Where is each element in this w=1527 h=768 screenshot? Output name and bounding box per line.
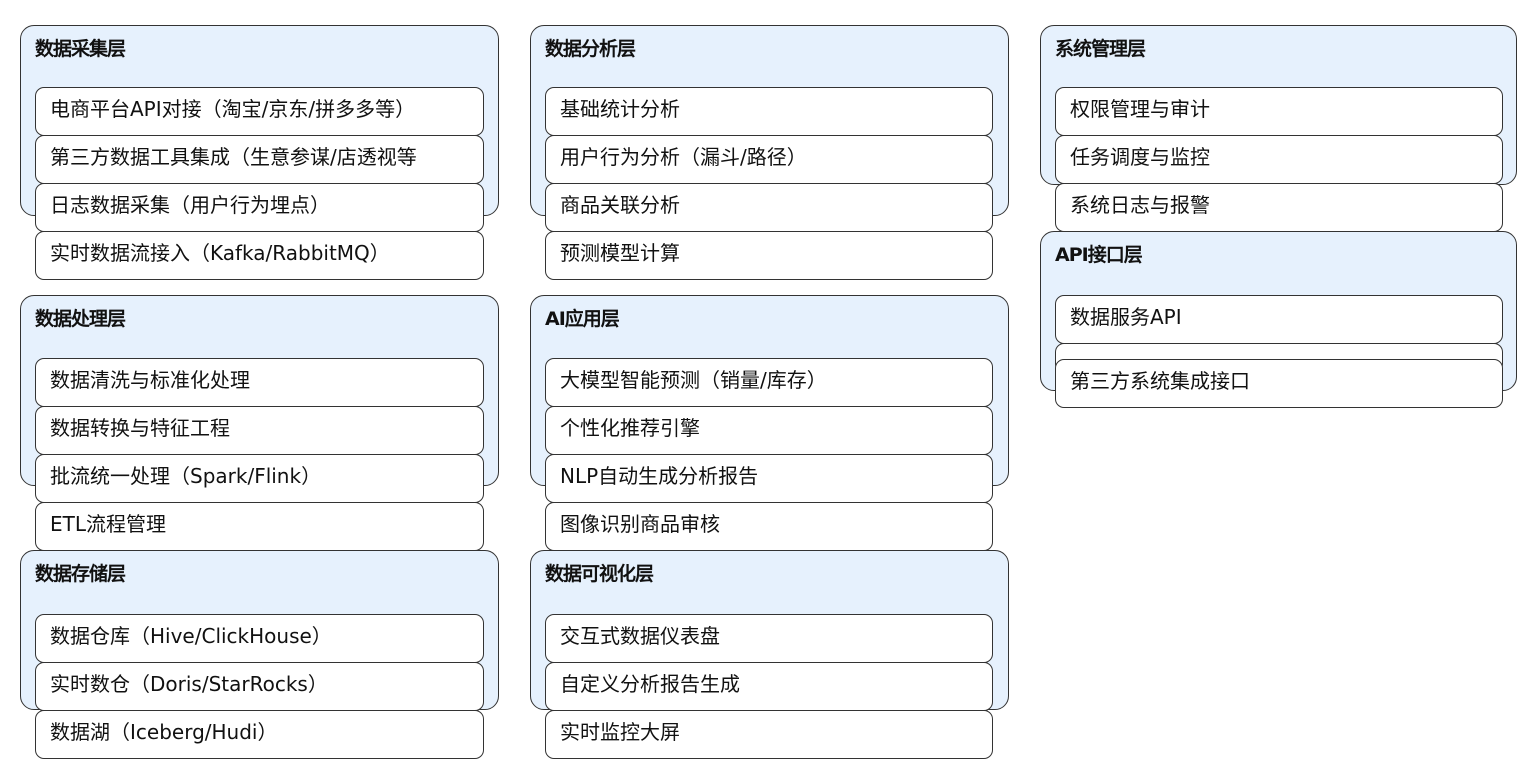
- item-data-lake: 数据湖（Iceberg/Hudi）: [35, 710, 484, 759]
- item-data-warehouse: 数据仓库（Hive/ClickHouse）: [35, 614, 484, 663]
- layer-title-data-visualization: 数据可视化层: [545, 563, 654, 585]
- layer-title-data-storage: 数据存储层: [35, 563, 126, 585]
- item-feature-engineering: 数据转换与特征工程: [35, 406, 484, 455]
- item-llm-forecast: 大模型智能预测（销量/库存）: [545, 358, 993, 407]
- item-system-logs: 系统日志与报警: [1055, 183, 1503, 232]
- item-stream-ingest: 实时数据流接入（Kafka/RabbitMQ）: [35, 231, 484, 280]
- item-basic-stats: 基础统计分析: [545, 87, 993, 136]
- item-recommendation: 个性化推荐引擎: [545, 406, 993, 455]
- item-etl: ETL流程管理: [35, 502, 484, 551]
- item-data-service-api: 数据服务API: [1055, 295, 1503, 344]
- item-permission-audit: 权限管理与审计: [1055, 87, 1503, 136]
- item-batch-stream: 批流统一处理（Spark/Flink）: [35, 454, 484, 503]
- item-custom-report: 自定义分析报告生成: [545, 662, 993, 711]
- item-task-scheduling: 任务调度与监控: [1055, 135, 1503, 184]
- layer-title-system-management: 系统管理层: [1055, 38, 1146, 60]
- item-user-behavior: 用户行为分析（漏斗/路径）: [545, 135, 993, 184]
- item-ecommerce-api: 电商平台API对接（淘宝/京东/拼多多等）: [35, 87, 484, 136]
- item-realtime-warehouse: 实时数仓（Doris/StarRocks）: [35, 662, 484, 711]
- item-image-recognition: 图像识别商品审核: [545, 502, 993, 551]
- item-log-collection: 日志数据采集（用户行为埋点）: [35, 183, 484, 232]
- layer-title-ai-application: AI应用层: [545, 308, 620, 330]
- item-nlp-report: NLP自动生成分析报告: [545, 454, 993, 503]
- layer-title-data-collection: 数据采集层: [35, 38, 126, 60]
- layer-title-api-interface: API接口层: [1055, 244, 1143, 266]
- item-product-association: 商品关联分析: [545, 183, 993, 232]
- layer-title-data-processing: 数据处理层: [35, 308, 126, 330]
- item-data-cleaning: 数据清洗与标准化处理: [35, 358, 484, 407]
- item-prediction-model: 预测模型计算: [545, 231, 993, 280]
- item-third-party-integration: 第三方系统集成接口: [1055, 359, 1503, 408]
- item-dashboard: 交互式数据仪表盘: [545, 614, 993, 663]
- item-third-party-tools: 第三方数据工具集成（生意参谋/店透视等: [35, 135, 484, 184]
- item-monitor-screen: 实时监控大屏: [545, 710, 993, 759]
- layer-title-data-analysis: 数据分析层: [545, 38, 636, 60]
